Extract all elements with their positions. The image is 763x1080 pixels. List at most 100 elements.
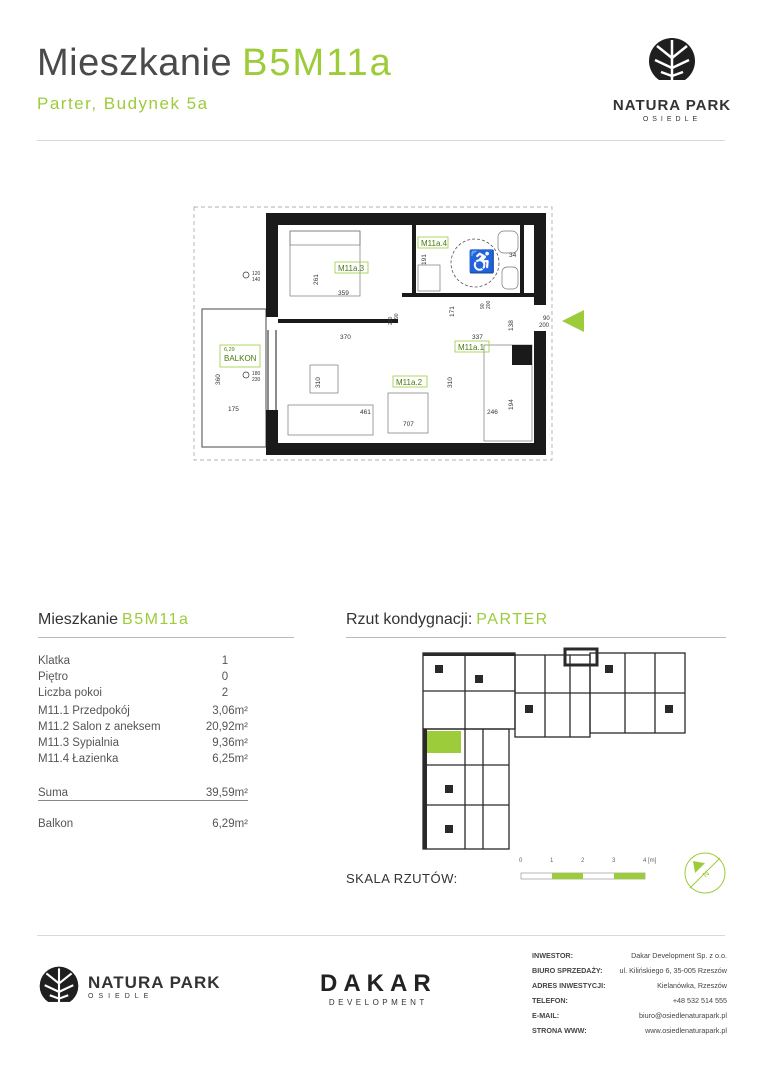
window-dim-140: 140 [252,277,261,283]
row-label: Klatka [38,655,70,667]
tree-logo-icon [647,38,697,86]
brand-subtitle-bottom: OSIEDLE [88,992,154,1000]
dim-337: 337 [472,334,483,341]
contact-key: STRONA WWW: [532,1026,587,1035]
balcony-area: 6,29 [224,347,235,353]
row-label: M11.1 Przedpokój [38,705,130,717]
contact-key: E-MAIL: [532,1011,560,1020]
developer-name: DAKAR [320,970,437,997]
contact-website-link[interactable]: www.osiedlenaturapark.pl [645,1026,727,1035]
dim-191: 191 [421,254,428,265]
summary-divider [38,637,294,638]
scale-tick-4: 4 [m] [643,858,657,864]
contact-row: E-MAIL: biuro@osiedlenaturapark.pl [532,1008,727,1023]
north-arrow-icon: N [684,852,726,894]
contact-email[interactable]: biuro@osiedlenaturapark.pl [638,1011,727,1020]
dim-310-a: 310 [315,377,322,388]
entry-dim-200: 200 [539,323,550,329]
contact-value: Kielanówka, Rzeszów [657,981,727,990]
table-row: Liczba pokoi 2 [38,685,248,701]
summary-code: B5M11a [122,611,190,628]
row-value: 0 [221,671,229,683]
room-label-m11a2: M11a.2 [396,378,423,387]
window-dim-120: 120 [252,271,261,277]
coffee-table [309,364,339,394]
scale-tick-1: 1 [550,858,554,864]
dim-360: 360 [215,374,222,385]
contact-key: ADRES INWESTYCJI: [532,981,606,990]
brand-name: NATURA PARK [612,97,732,114]
contact-row: INWESTOR: Dakar Development Sp. z o.o. [532,948,727,963]
scale-tick-2: 2 [581,858,585,864]
contact-row: STRONA WWW: www.osiedlenaturapark.pl [532,1023,727,1038]
row-value: 2 [221,687,229,699]
contact-value: Dakar Development Sp. z o.o. [631,951,727,960]
brand-logo-top: NATURA PARK OSIEDLE [612,36,732,123]
table-row: M11.2 Salon z aneksem 20,92m² [38,719,248,735]
balcony-row-label: Balkon [38,818,74,830]
entry-dim-90: 90 [543,316,550,322]
dim-359: 359 [338,290,349,297]
dim-171: 171 [449,306,456,317]
contact-info: INWESTOR: Dakar Development Sp. z o.o. BI… [532,948,727,1038]
contact-value: ul. Kilińskiego 6, 35-005 Rzeszów [619,966,727,975]
svg-text:N: N [701,869,712,880]
dining-table [387,392,429,434]
developer-logo: DAKAR DEVELOPMENT [320,970,437,1007]
row-label: M11.2 Salon z aneksem [38,721,161,733]
contact-key: INWESTOR: [532,951,573,960]
balcony-label: BALKON [224,354,257,363]
brand-subtitle: OSIEDLE [642,116,702,123]
dim-175: 175 [228,406,239,413]
apartment-code: B5M11a [242,42,393,84]
window-marks [267,225,277,410]
table-row: M11.4 Łazienka 6,25m² [38,751,248,767]
sum-label: Suma [38,787,69,799]
row-label: Piętro [38,671,69,683]
contact-key: TELEFON: [532,996,568,1005]
window-dim-180: 180 [252,371,261,377]
scale-tick-0: 0 [519,858,523,864]
dim-310-b: 310 [447,377,454,388]
header-divider [37,140,725,141]
floor-title-text: Rzut kondygnacji: [346,611,473,628]
tree-logo-icon [38,966,80,1007]
row-value: 6,25m² [212,753,248,765]
sum-value: 39,59m² [205,787,248,799]
contact-row: BIURO SPRZEDAŻY: ul. Kilińskiego 6, 35-00… [532,963,727,978]
kitchen-counter [483,344,533,442]
footer-divider [37,935,725,936]
fridge [512,345,532,365]
entrance-marker-icon [562,310,584,332]
brand-logo-bottom: NATURA PARK OSIEDLE [38,965,221,1007]
dim-461: 461 [360,409,371,416]
contact-key: BIURO SPRZEDAŻY: [532,966,603,975]
row-label: M11.4 Łazienka [38,753,119,765]
summary-title-text: Mieszkanie [38,611,119,628]
row-value: 3,06m² [212,705,248,717]
floor-title: Rzut kondygnacji:PARTER [346,611,549,629]
scale-tick-3: 3 [612,858,616,864]
row-label: M11.3 Sypialnia [38,737,119,749]
row-value: 20,92m² [205,721,248,733]
accessibility-icon: ♿ [468,249,495,274]
door-dim-90: 90 [394,313,400,319]
sofa-outline [287,404,374,436]
dim-370: 370 [340,334,351,341]
dim-194: 194 [508,399,515,410]
title-text: Mieszkanie [37,42,233,84]
dim-261: 261 [313,274,320,285]
page-subtitle: Parter, Budynek 5a [37,94,209,113]
contact-value: +48 532 514 555 [672,996,727,1005]
building-key-plan [422,647,686,850]
apartment-floor-plan: ♿ M11a.4 M11a.3 M11a.1 M11a.2 6,29 BALKO… [193,206,553,461]
scale-bar: 0 1 2 3 4 [m] [519,858,657,880]
row-label: Liczba pokoi [38,687,102,699]
wheelchair-turning-circle [450,238,500,288]
floor-level: PARTER [476,611,549,628]
